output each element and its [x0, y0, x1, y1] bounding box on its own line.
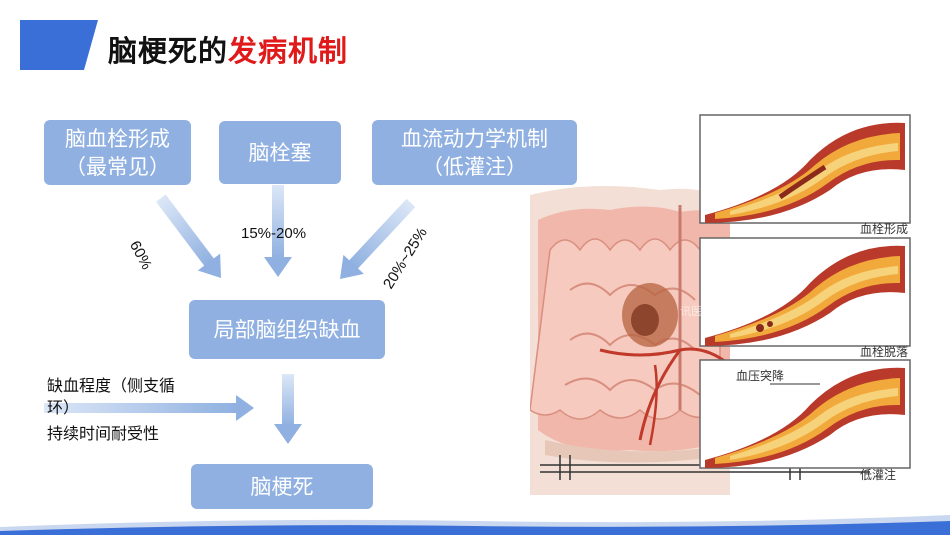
panel-label-thrombosis: 血栓形成	[860, 221, 908, 236]
percent-embolism: 15%-20%	[241, 225, 307, 242]
cause-box-embolism: 脑栓塞	[219, 121, 341, 184]
cause-hemodynamic-note: （低灌注）	[422, 154, 527, 179]
arrow-embolism	[264, 185, 292, 277]
cause-thrombosis-note: （最常见）	[65, 154, 170, 179]
ischemia-box: 局部脑组织缺血	[189, 300, 385, 359]
panel-thrombosis	[699, 114, 911, 224]
bottom-wave-band	[0, 515, 950, 535]
panel-label-embolus: 血栓脱落	[860, 344, 908, 359]
brain-artery-illustration: 血栓形成 血栓脱落 血压突降 低灌注 讯医网	[530, 114, 911, 495]
factors-text: 缺血程度（侧支循 环） 持续时间耐受性	[47, 375, 175, 445]
factor-duration: 持续时间耐受性	[47, 424, 160, 443]
factor-degree: 缺血程度（侧支循	[47, 376, 176, 395]
arrow-to-infarction	[274, 374, 302, 444]
panel-embolus	[699, 237, 911, 347]
factor-degree-cont: 环）	[47, 398, 80, 417]
title-part-2: 发病机制	[228, 34, 349, 68]
infarction-box: 脑梗死	[191, 464, 373, 509]
title-decoration	[20, 20, 98, 70]
brain-cross-section	[530, 186, 731, 495]
arrow-hemodynamic	[340, 198, 416, 279]
watermark: 讯医网	[680, 305, 713, 318]
panel-hypoperfusion	[699, 359, 911, 469]
cause-box-thrombosis: 脑血栓形成 （最常见）	[44, 120, 191, 185]
callout-bp-drop: 血压突降	[736, 368, 784, 383]
ischemia-label: 局部脑组织缺血	[213, 317, 361, 342]
arrow-thrombosis	[156, 194, 221, 278]
page-title: 脑梗死的发病机制	[108, 28, 348, 70]
cause-thrombosis-label: 脑血栓形成	[65, 126, 170, 151]
cause-embolism-label: 脑栓塞	[248, 140, 312, 165]
cause-box-hemodynamic: 血流动力学机制 （低灌注）	[372, 120, 577, 185]
infarction-label: 脑梗死	[250, 474, 314, 499]
title-part-1: 脑梗死的	[108, 34, 229, 68]
arrow-factors	[44, 395, 254, 421]
panel-label-hypoperfusion: 低灌注	[860, 467, 896, 482]
cause-hemodynamic-label: 血流动力学机制	[401, 126, 548, 151]
